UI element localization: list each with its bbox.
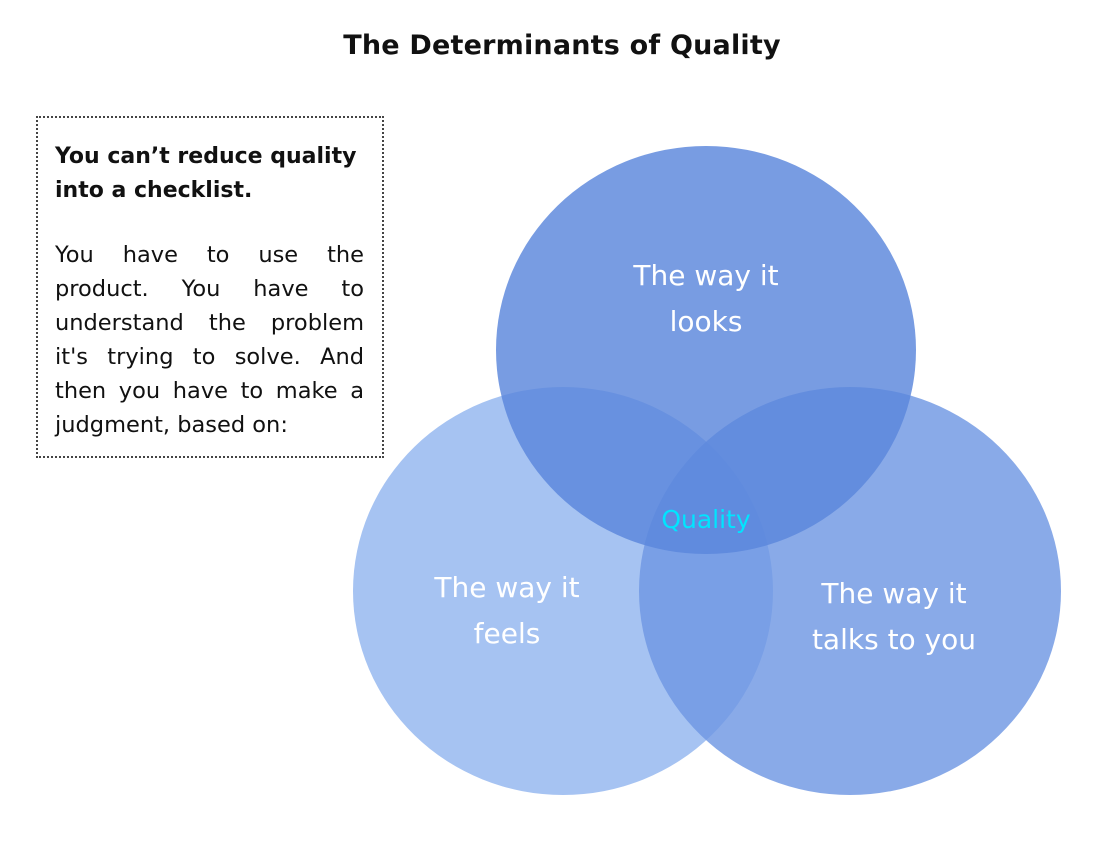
label-talks-line1: The way it (820, 577, 966, 610)
page-title: The Determinants of Quality (343, 30, 781, 61)
label-looks-line2: looks (670, 305, 743, 338)
label-looks-line1: The way it (632, 259, 778, 292)
label-quality: Quality (661, 505, 751, 534)
label-feels-line2: feels (474, 617, 541, 650)
label-talks-line2: talks to you (812, 623, 976, 656)
note-body: You have to use the product. You have to… (55, 242, 364, 438)
note-box: You can’t reduce quality into a checklis… (36, 116, 384, 458)
label-feels-line1: The way it (433, 571, 579, 604)
circle-looks (496, 146, 916, 554)
note-heading: You can’t reduce quality into a checklis… (55, 144, 357, 203)
